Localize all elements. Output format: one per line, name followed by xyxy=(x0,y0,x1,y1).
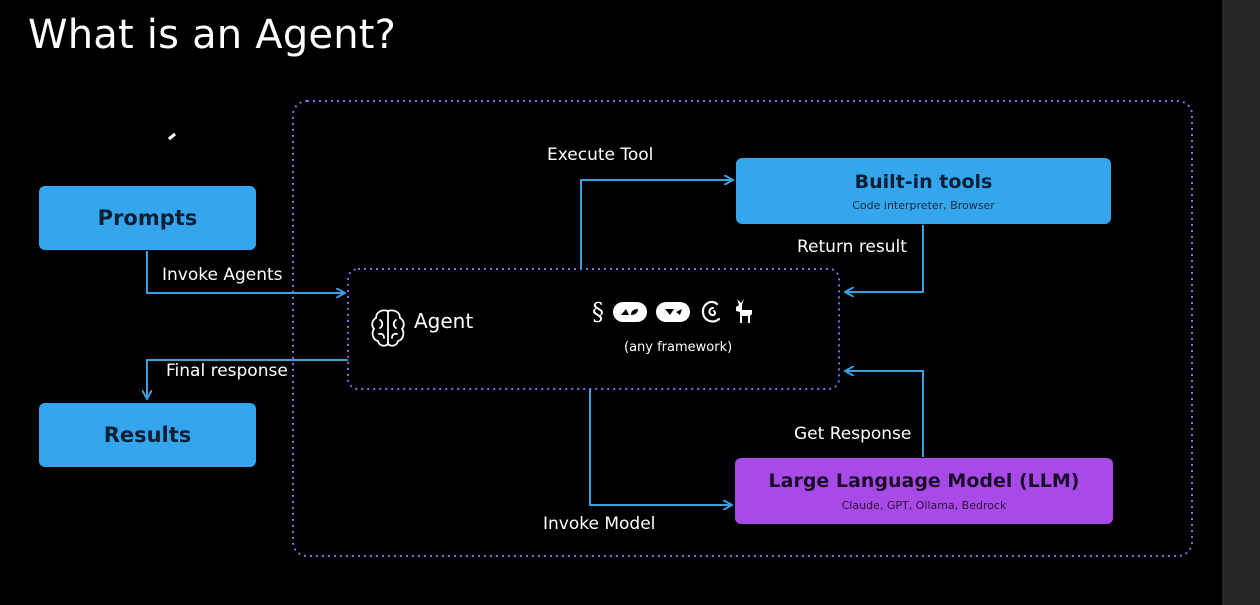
arrow-execute-tool xyxy=(580,180,732,269)
edge-label-return-result: Return result xyxy=(797,237,907,257)
prompts-label: Prompts xyxy=(97,206,198,230)
page-title: What is an Agent? xyxy=(28,12,397,58)
agent-box-border xyxy=(347,268,840,390)
edge-label-invoke-model: Invoke Model xyxy=(543,514,656,534)
llm-subtitle: Claude, GPT, Ollama, Bedrock xyxy=(841,499,1007,512)
arrow-invoke-agents xyxy=(146,251,344,293)
prompts-box: Prompts xyxy=(39,186,256,250)
brain-icon xyxy=(371,309,405,347)
arrow-return-result xyxy=(846,225,924,292)
framework-icons: § xyxy=(592,296,756,328)
builtin-tools-title: Built-in tools xyxy=(854,170,993,193)
results-label: Results xyxy=(103,423,192,447)
results-box: Results xyxy=(39,403,256,467)
arrow-invoke-model xyxy=(589,389,731,505)
slide: What is an Agent? Prompts Results Bui xyxy=(0,12,1193,557)
agent-label: Agent xyxy=(414,309,474,333)
section-sign-icon: § xyxy=(592,298,604,326)
llama-icon xyxy=(736,299,752,323)
right-edge-bar xyxy=(1222,0,1260,605)
framework-pill-icon xyxy=(613,302,647,322)
edge-label-execute-tool: Execute Tool xyxy=(547,145,654,165)
llm-box: Large Language Model (LLM) Claude, GPT, … xyxy=(735,458,1113,524)
builtin-tools-box: Built-in tools Code interpreter, Browser xyxy=(736,158,1111,224)
llm-title: Large Language Model (LLM) xyxy=(768,470,1080,492)
builtin-tools-subtitle: Code interpreter, Browser xyxy=(852,198,995,212)
diagram-connectors xyxy=(0,100,1193,557)
c-swirl-icon xyxy=(701,300,721,323)
edge-label-final-response: Final response xyxy=(166,361,288,381)
agent-runtime-container xyxy=(292,100,1193,557)
framework-note: (any framework) xyxy=(624,340,733,355)
arrow-final-response xyxy=(147,359,348,398)
edge-label-get-response: Get Response xyxy=(794,424,912,444)
arrow-get-response xyxy=(846,371,924,457)
edge-label-invoke-agents: Invoke Agents xyxy=(162,265,283,285)
framework-pill-icon xyxy=(656,302,690,322)
